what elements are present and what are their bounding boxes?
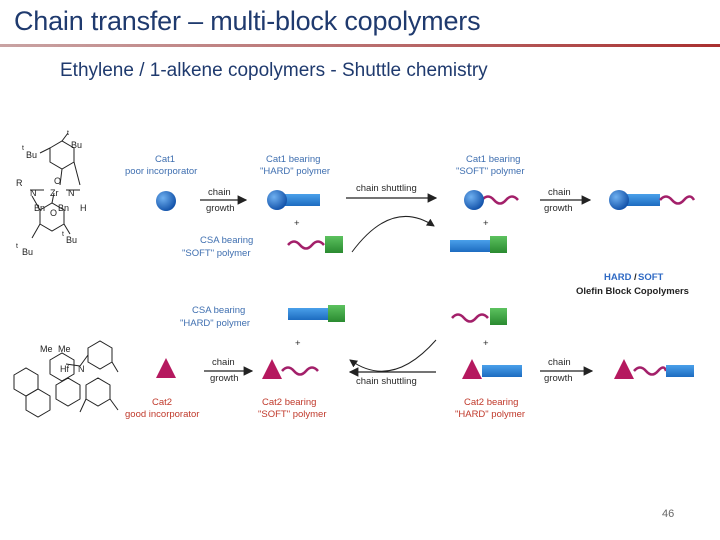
csa-soft-label-line1: CSA bearing bbox=[200, 235, 253, 246]
chem-bu-4: Bu bbox=[22, 247, 33, 257]
cat2-structure-labels: Me Me Hf N bbox=[40, 344, 85, 374]
shuttling-top-label: chain shuttling bbox=[356, 183, 417, 194]
csa-soft-polymer bbox=[287, 236, 343, 253]
cat1-hard-label-line1: Cat1 bearing bbox=[266, 154, 320, 165]
plus-3: + bbox=[295, 338, 301, 349]
cat1-hard-label-line2: "HARD" polymer bbox=[260, 166, 330, 177]
csa-hard-label-line1: CSA bearing bbox=[192, 305, 245, 316]
cat1-soft-label-line1: Cat1 bearing bbox=[466, 154, 520, 165]
chem-n-3: N bbox=[78, 364, 85, 374]
cat2-structure bbox=[13, 340, 119, 418]
chem-h-1: H bbox=[80, 203, 87, 213]
chem-bu-1: Bu bbox=[71, 140, 82, 150]
cat2-hard-grown-polymer bbox=[614, 359, 694, 379]
growth1-label-line1: chain bbox=[208, 187, 231, 198]
chem-hf: Hf bbox=[60, 364, 69, 374]
chem-r-1: R bbox=[16, 178, 23, 188]
chem-o-1: O bbox=[54, 176, 61, 186]
growth3-label-line1: chain bbox=[212, 357, 235, 368]
chem-n-2: N bbox=[68, 188, 75, 198]
page-number: 46 bbox=[662, 508, 675, 520]
plus-4: + bbox=[483, 338, 489, 349]
growth3-label-line2: growth bbox=[210, 373, 239, 384]
chem-zr: Zr bbox=[50, 188, 59, 198]
slide-title: Chain transfer – multi-block copolymers bbox=[14, 6, 481, 36]
cat1-structure-labels: t Bu t Bu R N O Zr N Bn O Bn H t Bu t Bu bbox=[16, 130, 87, 257]
growth4-label-line2: growth bbox=[544, 373, 573, 384]
shuttling-top-curve bbox=[351, 215, 435, 253]
product-hard-text: HARD bbox=[604, 272, 632, 283]
shuttling-bottom-curve bbox=[349, 339, 437, 372]
slide-subtitle: Ethylene / 1-alkene copolymers - Shuttle… bbox=[60, 60, 488, 81]
plus-2: + bbox=[483, 218, 489, 229]
cat1-structure bbox=[30, 132, 81, 239]
title-underline bbox=[0, 44, 720, 47]
csa-hard-label-line2: "HARD" polymer bbox=[180, 318, 250, 329]
cat2-soft-label-line1: Cat2 bearing bbox=[262, 397, 316, 408]
shuttling-bottom-label: chain shuttling bbox=[356, 376, 417, 387]
chem-o-2: O bbox=[50, 208, 57, 218]
cat2-soft-polymer bbox=[262, 359, 319, 379]
product-slash-text: / bbox=[634, 272, 637, 283]
cat2-triangle bbox=[156, 358, 176, 378]
growth2-label-line2: growth bbox=[544, 203, 573, 214]
csa-hard-polymer bbox=[288, 305, 345, 322]
cat2-label-line2: good incorporator bbox=[125, 409, 199, 420]
cat2-hard-label-line1: Cat2 bearing bbox=[464, 397, 518, 408]
chem-bu-3: Bu bbox=[66, 235, 77, 245]
growth2-label-line1: chain bbox=[548, 187, 571, 198]
product-label: HARD / SOFT Olefin Block Copolymers bbox=[576, 272, 689, 297]
cat1-soft-polymer bbox=[464, 190, 519, 210]
cat1-soft-label-line2: "SOFT" polymer bbox=[456, 166, 525, 177]
cat2-label-line1: Cat2 bbox=[152, 397, 172, 408]
cat1-soft-grown-polymer bbox=[609, 190, 696, 210]
chem-t-2: t bbox=[22, 145, 24, 152]
chem-bu-2: Bu bbox=[26, 150, 37, 160]
chem-t-4: t bbox=[16, 243, 18, 250]
csa-soft-label-line2: "SOFT" polymer bbox=[182, 248, 251, 259]
cat2-hard-label-line2: "HARD" polymer bbox=[455, 409, 525, 420]
chem-t-1: t bbox=[67, 130, 69, 137]
chem-n-1: N bbox=[30, 188, 37, 198]
growth1-label-line2: growth bbox=[206, 203, 235, 214]
cat1-sphere bbox=[156, 191, 176, 211]
csa-soft-right-polymer bbox=[451, 308, 507, 325]
cat1-hard-polymer bbox=[267, 190, 320, 210]
cat2-soft-label-line2: "SOFT" polymer bbox=[258, 409, 327, 420]
chem-me-1: Me bbox=[40, 344, 53, 354]
cat1-label-line2: poor incorporator bbox=[125, 166, 197, 177]
chem-me-2: Me bbox=[58, 344, 71, 354]
cat2-hard-polymer bbox=[462, 359, 522, 379]
product-line2-text: Olefin Block Copolymers bbox=[576, 286, 689, 297]
chem-bn-1: Bn bbox=[34, 203, 45, 213]
growth4-label-line1: chain bbox=[548, 357, 571, 368]
cat1-label-line1: Cat1 bbox=[155, 154, 175, 165]
chem-bn-2: Bn bbox=[58, 203, 69, 213]
plus-1: + bbox=[294, 218, 300, 229]
csa-hard-right-polymer bbox=[450, 236, 507, 253]
product-soft-text: SOFT bbox=[638, 272, 664, 283]
chem-t-3: t bbox=[62, 231, 64, 238]
